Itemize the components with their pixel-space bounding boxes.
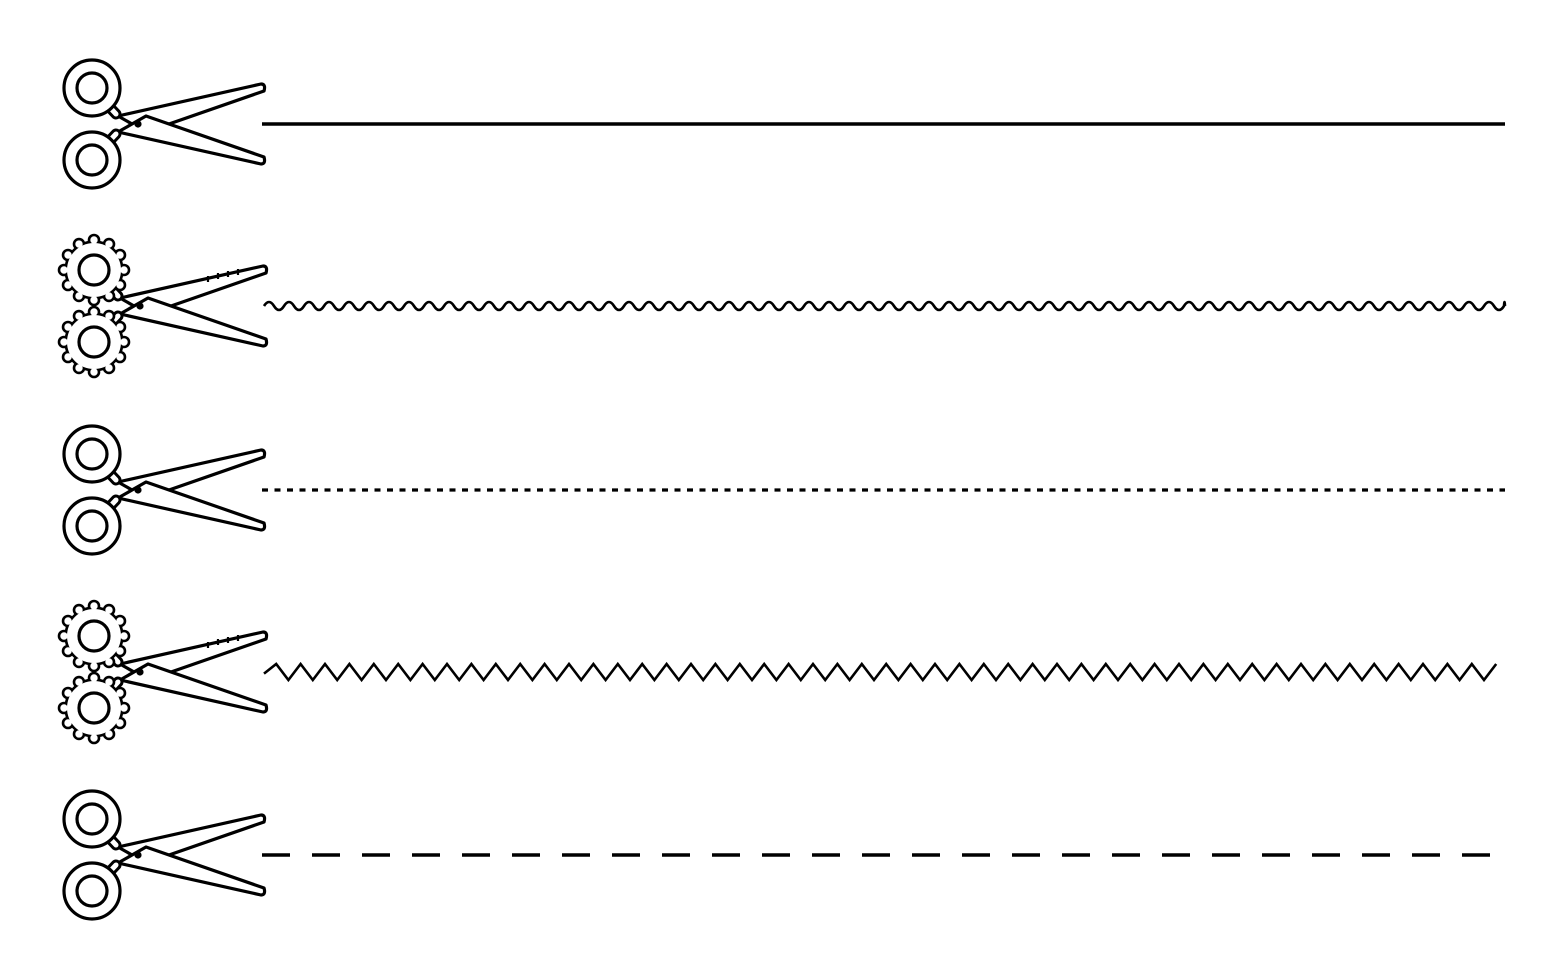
- row-zigzag-cut-line: [59, 601, 1498, 743]
- row-dotted-cut-line: [64, 426, 1505, 554]
- plain-scissors-icon: [64, 426, 265, 554]
- plain-scissors-icon: [64, 60, 265, 188]
- row-solid-cut-line: [64, 60, 1505, 188]
- row-dashed-cut-line: [64, 791, 1505, 919]
- row-wavy-cut-line: [59, 235, 1507, 377]
- pinking-scissors-icon: [59, 235, 267, 377]
- wavy-cut-line: [262, 300, 1507, 312]
- zigzag-cut-line: [263, 661, 1498, 683]
- plain-scissors-icon: [64, 791, 265, 919]
- pinking-scissors-icon: [59, 601, 267, 743]
